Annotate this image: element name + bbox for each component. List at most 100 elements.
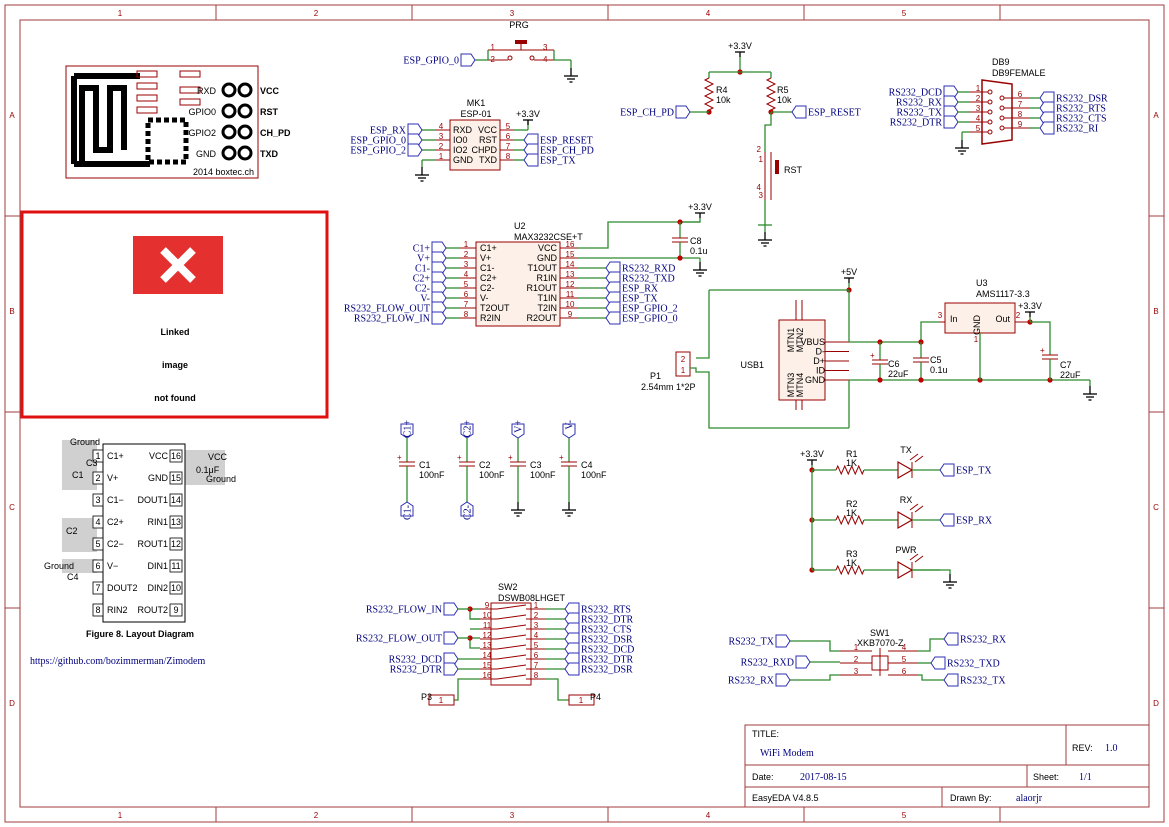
power-label: +3.3V [1018, 301, 1042, 311]
cap-ref: C1 [419, 460, 431, 470]
pin-number: 6 [506, 132, 511, 141]
pin-number: 16 [483, 671, 492, 680]
usb-pin: VBUS [800, 337, 825, 347]
frame-outer [4, 4, 1165, 823]
esp-pad [136, 106, 158, 114]
led-res-ref: R3 [846, 549, 858, 559]
polarity-mark: + [1040, 346, 1045, 355]
pin-name: GND [537, 253, 558, 263]
led-resistor [835, 514, 865, 526]
rst-button [775, 160, 779, 174]
pin-name: T2OUT [480, 303, 510, 313]
sw2-net: RS232_DCD [389, 655, 442, 666]
pin-number: 4 [902, 643, 907, 652]
layout-pin-num: 13 [171, 517, 181, 527]
layout-note: C1 [72, 470, 84, 480]
sw2-net: RS232_DSR [581, 665, 633, 676]
pin-number: 3 [976, 104, 981, 113]
u2-net: RS232_FLOW_IN [354, 314, 430, 325]
pin-name: C1+ [480, 243, 497, 253]
cap-net-bot: C2- [463, 505, 474, 520]
pin-number: 15 [566, 250, 575, 259]
layout-pin-box [169, 603, 183, 617]
frame-row-label: A [9, 111, 15, 120]
pin-number: 4 [976, 114, 981, 123]
led-resistor [835, 564, 865, 576]
sw2-net: RS232_DTR [390, 665, 443, 676]
layout-pin-name: RIN1 [147, 517, 168, 527]
broken-image-text: Linked [160, 327, 189, 337]
u2-value: MAX3232CSE+T [514, 232, 583, 242]
pin-name: IO0 [453, 135, 468, 145]
frame-col-label: 1 [118, 811, 123, 820]
sw2-net: RS232_RTS [581, 605, 631, 616]
frame-col-label: 1 [118, 9, 123, 18]
layout-pin-name: DOUT1 [137, 495, 168, 505]
layout-pin-box [169, 537, 183, 551]
pin-name: TXD [479, 155, 498, 165]
pin-number: 5 [902, 655, 907, 664]
polarity-mark: + [870, 351, 875, 360]
led-net: ESP_TX [956, 466, 992, 477]
esp-credit: 2014 boxtec.ch [193, 167, 254, 177]
rev-value: 1.0 [1105, 743, 1118, 754]
r5-resistor [765, 77, 777, 111]
prg-button [515, 40, 527, 44]
net-flag [443, 602, 459, 616]
pin-number: 3 [854, 667, 859, 676]
db9-net: RS232_DCD [889, 88, 942, 99]
layout-pin-box [92, 471, 104, 485]
layout-shade [62, 450, 97, 490]
usb-pin: GND [805, 375, 826, 385]
frame-col-label: 3 [510, 811, 515, 820]
esp-label-right: TXD [260, 149, 279, 159]
u2-net: C1- [415, 264, 430, 275]
pin-number: 13 [483, 641, 492, 650]
mk1-net: ESP_RESET [540, 136, 593, 147]
c8-value: 0.1u [690, 246, 708, 256]
layout-pin-num: 3 [95, 495, 100, 505]
broken-image-text: image [162, 360, 188, 370]
esp-pin-hole [221, 82, 237, 98]
layout-pin-box [169, 449, 183, 463]
net-flag [460, 423, 474, 439]
net-flag [460, 53, 476, 67]
pin-number: 1 [534, 601, 539, 610]
ground-symbol [758, 232, 772, 247]
pin-number: 14 [483, 651, 492, 660]
sw1-net: RS232_TX [728, 637, 774, 648]
date-value: 2017-08-15 [800, 772, 847, 783]
mk1-ref: MK1 [467, 98, 486, 108]
db9-value: DB9FEMALE [992, 68, 1046, 78]
sw1-net: RS232_TXD [947, 659, 1000, 670]
cap-ref: C3 [530, 460, 542, 470]
esp-label-right: VCC [260, 86, 280, 96]
sw2-net: RS232_DTR [581, 615, 634, 626]
net-flag [939, 513, 955, 527]
u2-body [475, 241, 561, 327]
frame-row-label: C [9, 503, 15, 512]
power-label: +3.3V [688, 202, 712, 212]
u2-net: C1+ [413, 244, 431, 255]
rst-label: RST [784, 165, 803, 175]
pin-number: 6 [902, 667, 907, 676]
polarity-mark: + [457, 453, 462, 462]
pin-number: 2 [854, 655, 859, 664]
pin-number: 10 [483, 611, 492, 620]
db9-net: RS232_CTS [1056, 114, 1107, 125]
c7-value: 22uF [1060, 370, 1081, 380]
ground-symbol [943, 574, 957, 589]
layout-pin-num: 14 [171, 495, 181, 505]
drawn-value: alaorjr [1016, 793, 1043, 804]
power-label: +3.3V [728, 41, 752, 51]
esp-pin-hole [221, 145, 237, 161]
layout-shade [62, 559, 97, 573]
net-flag [943, 115, 959, 129]
layout-pin-box [169, 493, 183, 507]
ground-symbol [955, 140, 969, 155]
pin-number: 8 [506, 152, 511, 161]
led-resistor [835, 464, 865, 476]
net-flag [443, 662, 459, 676]
led-res-value: 1K [846, 508, 857, 518]
net-flag [939, 463, 955, 477]
